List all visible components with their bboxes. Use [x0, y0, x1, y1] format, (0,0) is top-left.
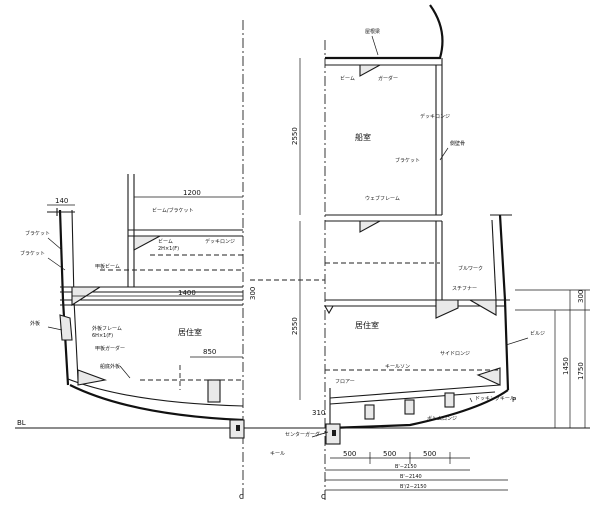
- label-bracket-a: ブラケット: [25, 230, 50, 237]
- right-lower-room-label: 居住室: [355, 320, 379, 330]
- leader-1: [47, 237, 63, 251]
- label-side-frame-r: 側壁骨: [450, 140, 465, 147]
- label-top-frame: ビーム/ブラケット: [152, 207, 194, 214]
- label-stiffener: スチフナー: [452, 286, 477, 292]
- label-beam-r1: ビーム: [340, 75, 355, 82]
- dim-2550-upper: 2550: [291, 127, 299, 145]
- dim-500-c: 500: [423, 450, 436, 458]
- dim-850: 850: [203, 348, 216, 356]
- dim-500-b: 500: [383, 450, 396, 458]
- bottom-long-2: [404, 399, 415, 415]
- right-floor-line: [329, 384, 501, 399]
- breadth-dim-3: B'/2−2150: [400, 484, 427, 490]
- right-bulwark-inner: [491, 219, 497, 301]
- label-frame-side: 外板フレーム: [92, 325, 122, 332]
- label-beam-top-spec: 2H×1(F): [158, 246, 179, 252]
- r-leader-2: [439, 147, 449, 161]
- label-beam-top: ビーム: [158, 238, 173, 245]
- dim-300-left: 300: [249, 287, 257, 300]
- house-beam-bracket: [359, 220, 381, 233]
- dim-500-a: 500: [343, 450, 356, 458]
- label-side-long: サイドロンジ: [440, 351, 470, 357]
- r-leader-5: [469, 397, 473, 403]
- right-bilge-bracket: [476, 367, 501, 386]
- label-side-plate: 外板: [30, 320, 40, 327]
- marker-p: P: [512, 396, 516, 404]
- left-half-section: 140 1200 1400 300 850 居住室 ビーム/ブラケット ビーム …: [20, 174, 257, 439]
- right-keel-fill: [332, 430, 336, 436]
- label-girder: 甲板ガーダー: [95, 345, 125, 352]
- left-side-shell: [58, 209, 70, 386]
- label-bilge: ビルジ: [530, 330, 545, 337]
- right-half-section: 300 1450 1750 2550 2550 310 500 500 500 …: [250, 4, 590, 491]
- label-deck-long: デッキロンジ: [205, 238, 235, 245]
- r-leader-4: [311, 431, 329, 438]
- label-deck-long-r: デッキロンジ: [420, 113, 450, 120]
- right-bulwark-bracket: [467, 299, 497, 316]
- right-roof-line: [325, 4, 444, 60]
- dim-2550-lower: 2550: [291, 317, 299, 335]
- label-bracket-b: ブラケット: [20, 250, 45, 257]
- leader-2: [47, 257, 66, 271]
- left-bottom-shell: [69, 384, 244, 422]
- leader-4: [119, 365, 131, 379]
- waterline-marker: [324, 305, 334, 315]
- label-center-girder: センターガーダー: [285, 431, 325, 438]
- label-keel: キール: [270, 451, 285, 457]
- label-bracket-r: ブラケット: [395, 157, 420, 164]
- right-side-shell: [498, 214, 510, 391]
- right-bottom-shell: [329, 389, 509, 430]
- label-roof-girder: ガーダー: [378, 75, 398, 82]
- r-leader-3: [505, 337, 529, 346]
- label-bottom-long: ボトムロンジ: [427, 415, 457, 422]
- dim-140: 140: [55, 197, 68, 205]
- dim-1750: 1750: [577, 362, 585, 380]
- r-leader-1: [371, 35, 379, 56]
- label-frame-side-spec: 6H×1(F): [92, 333, 113, 339]
- right-upper-room-label: 船室: [355, 132, 371, 142]
- girder-section: [207, 379, 221, 403]
- dim-1200: 1200: [183, 189, 201, 197]
- label-bulwark: ブルワーク: [458, 265, 483, 272]
- centerline-label-left: C: [239, 493, 244, 501]
- frame-section-a: [59, 314, 73, 341]
- bottom-long-3: [444, 392, 455, 408]
- label-bottom-plate: 船底外板: [100, 363, 120, 370]
- keel-fill: [236, 425, 240, 431]
- left-bilge-bracket: [77, 369, 108, 386]
- roof-beam-bracket: [359, 64, 381, 77]
- dim-1450: 1450: [562, 357, 570, 375]
- bottom-long-1: [364, 404, 375, 420]
- dim-1400: 1400: [178, 289, 196, 297]
- baseline-label: BL: [17, 419, 26, 427]
- floor-line-under: [329, 391, 496, 405]
- dim-310: 310: [312, 409, 325, 417]
- centerline-label-right: C: [321, 493, 326, 501]
- label-docking-keel: ドッキングキール: [475, 395, 515, 402]
- leader-3: [47, 326, 63, 331]
- dim-300-right: 300: [577, 290, 585, 303]
- label-web-frame: ウェブフレーム: [365, 195, 400, 202]
- right-deck-bracket: [435, 299, 459, 319]
- breadth-dim-1: B'−2150: [395, 464, 417, 470]
- label-beam-mid: 甲板ビーム: [95, 263, 120, 270]
- left-roof-bracket: [133, 235, 161, 251]
- label-floor: フロアー: [335, 379, 355, 385]
- label-keelson: キールソン: [385, 364, 410, 370]
- left-room-label: 居住室: [178, 327, 202, 337]
- breadth-dim-2: B'−2140: [400, 474, 422, 480]
- label-roof-beam: 屋根梁: [365, 28, 380, 35]
